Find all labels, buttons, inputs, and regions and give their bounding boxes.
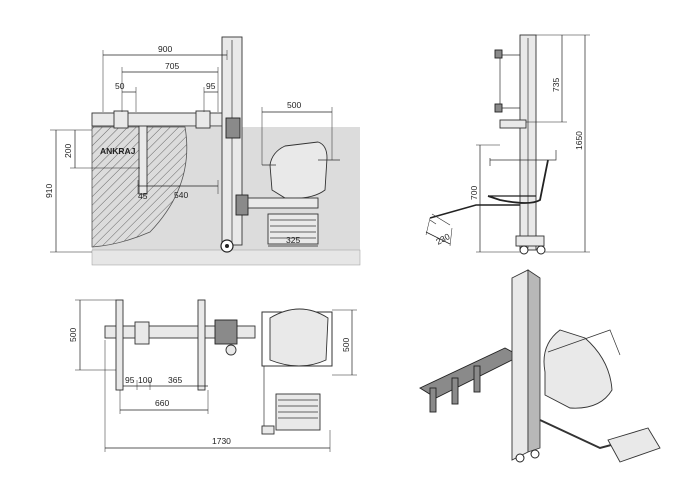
iso-footrest [607, 427, 661, 463]
column-carriage [225, 117, 241, 139]
dim-500-left-label: 500 [68, 328, 78, 342]
seat-shell [269, 141, 328, 199]
dim-1730-label: 1730 [212, 436, 231, 446]
dim-700-label: 700 [469, 186, 479, 200]
dim-900-label: 900 [158, 44, 172, 54]
dim-910-label: 910 [44, 184, 54, 198]
column-motor [235, 194, 249, 216]
dim-95-top-label: 95 [125, 375, 135, 385]
plan-seat [269, 308, 329, 367]
dim-200-label: 200 [63, 144, 73, 158]
dim-95-label: 95 [206, 81, 216, 91]
plan-column-hub [214, 319, 238, 345]
plan-post-left [115, 299, 124, 391]
dim-500-right-label: 500 [341, 338, 351, 352]
boom-clamp-left [113, 110, 129, 129]
dim-365-label: 365 [168, 375, 182, 385]
plan-view: 500 500 95 100 365 660 1730 [68, 299, 357, 452]
side-elevation-view: ANKRAJ 900 705 [44, 36, 361, 266]
dim-500-label: 500 [287, 100, 301, 110]
isometric-view [419, 269, 661, 463]
iso-seat [543, 329, 613, 409]
dim-735-label: 735 [551, 78, 561, 92]
dim-660-label: 660 [155, 398, 169, 408]
dim-1650-label: 1650 [574, 131, 584, 150]
footrest [267, 213, 319, 245]
dim-325-label: 325 [286, 235, 300, 245]
iso-column [511, 269, 529, 461]
dim-705-label: 705 [165, 61, 179, 71]
ankraj-label: ANKRAJ [100, 146, 136, 156]
dim-50-label: 50 [115, 81, 125, 91]
front-seat-profile [487, 159, 549, 204]
seat-arm [247, 197, 319, 209]
dim-100-label: 100 [138, 375, 152, 385]
front-elevation-view: 735 1650 700 230 [425, 34, 590, 255]
plan-post-right [197, 299, 206, 391]
anchor-post [138, 115, 148, 195]
dim-540-label: 540 [174, 190, 188, 200]
dim-45-label: 45 [138, 191, 148, 201]
boom-clamp-right [195, 110, 211, 129]
dim-230-label: 230 [434, 231, 451, 247]
front-carriage [499, 119, 527, 129]
